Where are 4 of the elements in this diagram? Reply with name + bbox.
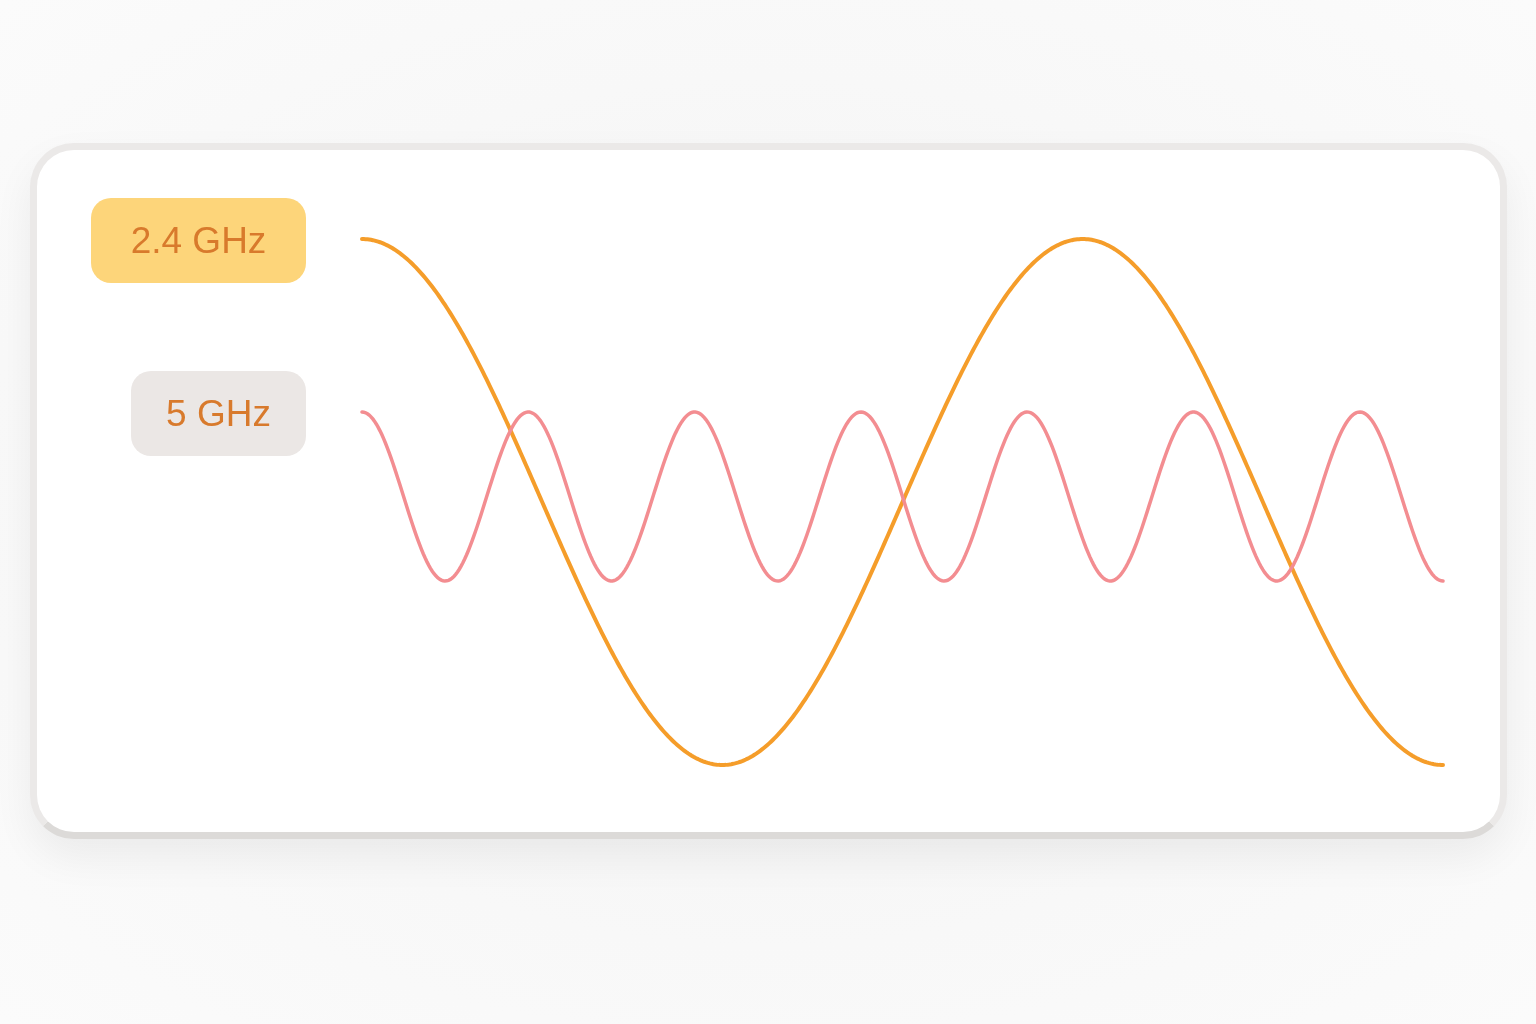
- frequency-label: 5 GHz: [166, 395, 271, 432]
- frequency-badge: [131, 371, 306, 456]
- frequency-label: 2.4 GHz: [130, 222, 267, 259]
- frequency-badge: [91, 198, 306, 283]
